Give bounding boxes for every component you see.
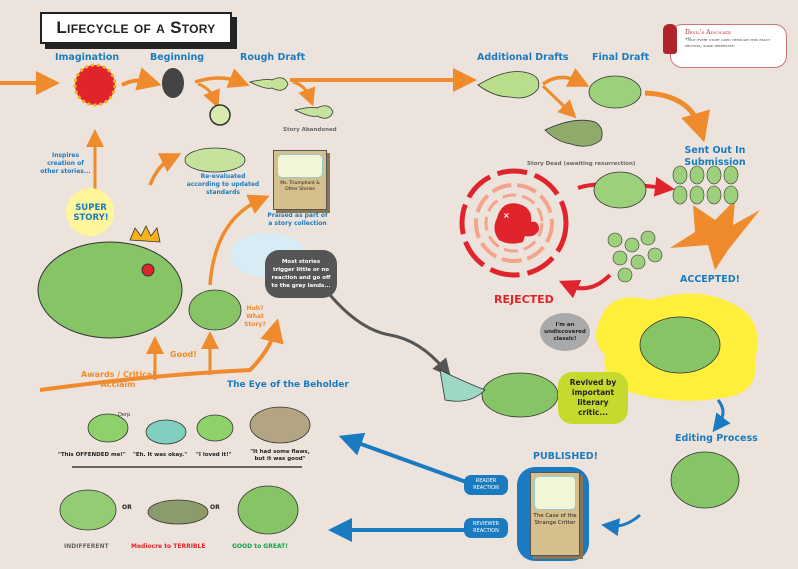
arrow-back-to-rejected — [558, 273, 612, 299]
devils-advocate-body: *Not every story goes through this exact… — [685, 38, 771, 49]
note-re-evaluated: Re-evaluated according to updated standa… — [186, 173, 260, 196]
beholder-creatures — [87, 406, 311, 445]
verdict-mediocre: Mediocre to TERRIBLE — [131, 543, 206, 550]
note-inspires: Inspires creation of other stories... — [40, 152, 91, 175]
stage-beginning: Beginning — [150, 52, 205, 63]
stage-rejected: REJECTED — [494, 293, 554, 306]
re-evaluated-creature — [184, 147, 246, 173]
arrow-additional-final — [541, 67, 590, 87]
stage-published: PUBLISHED! — [533, 451, 599, 462]
final-draft-creature — [588, 75, 642, 109]
devil-icon — [663, 24, 677, 54]
stage-editing: Editing Process — [675, 433, 758, 444]
book-collection: Ms. Triumphant & Other Stories — [273, 150, 327, 210]
or-label-1: OR — [122, 504, 132, 511]
beginning-cells — [162, 68, 184, 98]
super-story-dragon — [37, 241, 183, 339]
imagination-burst — [73, 63, 117, 107]
note-awards: Awards / Critical Acclaim — [81, 370, 155, 389]
arrow-awards-curve — [39, 318, 284, 392]
additional-draft-creature — [477, 71, 540, 99]
book-published: The Case of the Strange Critter — [530, 472, 580, 556]
small-crowned-creature — [188, 289, 242, 331]
returned-creatures — [607, 230, 663, 283]
dead-draft-creature — [544, 119, 603, 147]
egg-icon — [209, 104, 231, 126]
arrow-final-submission — [644, 90, 710, 143]
rejected-sad-creature — [593, 171, 647, 209]
stage-additional-drafts: Additional Drafts — [477, 52, 569, 63]
arrow-beginning-rough — [194, 68, 250, 88]
stage-final-draft: Final Draft — [592, 52, 650, 63]
note-undiscovered: I'm an undiscovered classic! — [540, 313, 590, 351]
note-super-story: SUPER STORY! — [73, 203, 109, 223]
note-story-dead: Story Dead (awaiting resurrection) — [527, 161, 636, 167]
verdict-good-great: GOOD to GREAT! — [232, 543, 288, 550]
or-label-2: OR — [210, 504, 220, 511]
reviewer-reaction-label: REVIEWER REACTION — [464, 518, 508, 538]
rough-draft-tadpole — [248, 77, 289, 91]
dead-x-mark: × — [503, 211, 510, 220]
stage-accepted: ACCEPTED! — [680, 274, 740, 285]
verdict-indifferent: INDIFFERENT — [64, 543, 109, 550]
devils-advocate-heading: Devil's Advocate — [685, 29, 732, 36]
arrow-rough-abandoned — [292, 80, 316, 107]
rejected-cycle-core — [484, 193, 544, 253]
arrow-imagination-beginning — [121, 67, 162, 91]
book-collection-title: Ms. Triumphant & Other Stories — [280, 181, 320, 192]
rejected-cycle-outer — [459, 168, 569, 278]
super-story-burst — [66, 188, 114, 236]
note-revived: Revived by important literary critic... — [558, 372, 628, 424]
arrow-to-published — [601, 513, 641, 537]
note-story-abandoned: Story Abandoned — [283, 127, 337, 133]
reader-reaction-label: READER REACTION — [464, 475, 508, 495]
dragon-crown — [129, 225, 161, 243]
arrow-re-evaluated — [148, 153, 182, 186]
arrow-additional-dead — [541, 84, 577, 119]
decision-burst — [670, 200, 760, 270]
dead-story-blob — [494, 203, 539, 244]
beholder-quote-3: "I loved it!" — [196, 452, 232, 458]
rejected-cycle-inner — [474, 183, 554, 263]
accepted-creature — [639, 316, 721, 374]
stage-imagination: Imagination — [55, 52, 120, 63]
edited-creature — [670, 451, 740, 509]
arrow-praised — [208, 194, 270, 286]
note-huh: Huh? What Story? — [244, 305, 266, 328]
revived-tail — [439, 369, 486, 402]
arrow-beginning-down — [197, 82, 220, 109]
note-praised: Praised as part of a story collection — [267, 212, 328, 227]
stage-sent-out: Sent Out In Submission — [684, 145, 746, 168]
book-published-title: The Case of the Strange Critter — [533, 513, 577, 526]
page-title: Lifecycle of a Story — [40, 12, 232, 44]
submission-creatures — [672, 165, 739, 205]
devils-advocate-note: Devil's Advocate *Not every story goes t… — [670, 24, 787, 68]
arrow-gray-lands — [328, 294, 451, 377]
dragon-red-eye — [141, 263, 155, 277]
book-collection-cover-art — [277, 154, 323, 178]
arrow-editing — [712, 399, 731, 433]
stage-rough-draft: Rough Draft — [240, 52, 306, 63]
verdict-creatures — [59, 485, 299, 535]
beholder-quote-1: "This OFFENDED me!" — [58, 452, 126, 458]
beholder-heading: The Eye of the Beholder — [227, 380, 349, 390]
note-good: Good! — [170, 350, 197, 359]
derp-label: Derp — [118, 412, 131, 418]
book-published-cover-art — [534, 476, 576, 510]
beholder-quote-4: "It had some flaws, but it was good" — [250, 449, 310, 462]
note-gray-lands: Most stories trigger little or no reacti… — [265, 250, 337, 298]
beholder-quote-2: "Eh. It was okay." — [133, 452, 188, 458]
arrow-reader-reaction — [338, 432, 481, 489]
revived-creature — [481, 372, 559, 418]
abandoned-tadpole — [293, 105, 334, 119]
